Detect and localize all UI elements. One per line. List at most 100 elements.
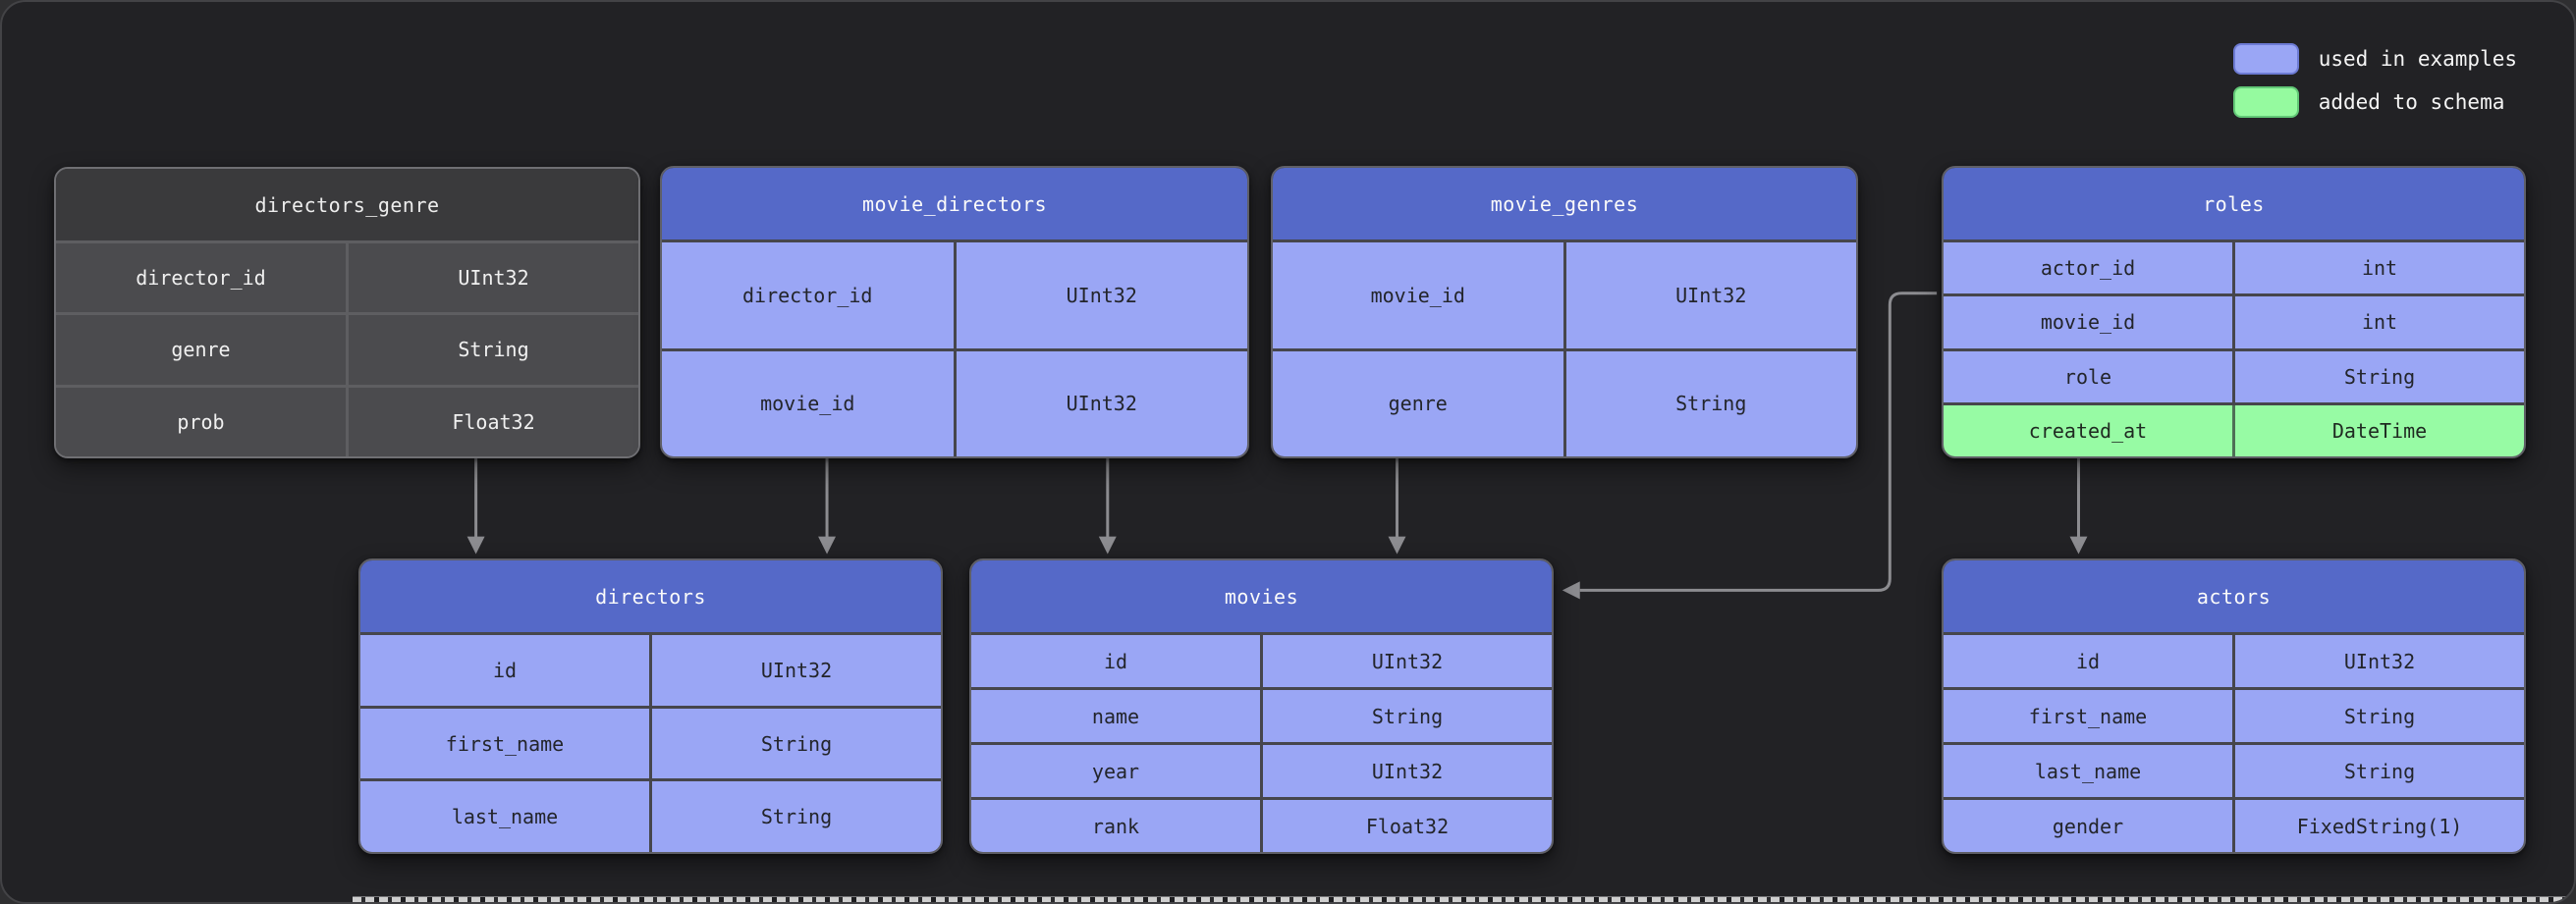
legend-label: used in examples	[2318, 47, 2517, 71]
column-name: first_name	[2028, 704, 2148, 728]
column-name: role	[2063, 364, 2112, 389]
column-name: gender	[2052, 814, 2124, 838]
column-name: prob	[177, 409, 225, 434]
legend-item-used-in-examples: used in examples	[2232, 43, 2517, 75]
column-type: String	[649, 781, 941, 852]
column-name: movie_id	[760, 392, 855, 416]
column-row-roles-role: role String	[1944, 350, 2524, 402]
column-type: String	[649, 708, 941, 779]
column-name: last_name	[451, 805, 559, 829]
column-name: actor_id	[2040, 256, 2136, 281]
column-row-directors-id: id UInt32	[360, 635, 941, 706]
column-type: int	[2232, 242, 2524, 294]
column-row-roles-created_at: created_at DateTime	[1944, 404, 2524, 456]
column-row-directors_genre-prob: prob Float32	[56, 387, 638, 456]
column-type: String	[2232, 350, 2524, 402]
column-type: Float32	[1260, 800, 1552, 852]
table-movie_genres: movie_genres movie_id UInt32 genre String	[1271, 166, 1858, 458]
column-name: created_at	[2028, 418, 2148, 443]
column-name: name	[1091, 704, 1140, 728]
legend: used in examples added to schema	[2232, 43, 2517, 118]
legend-swatch-blue	[2232, 43, 2299, 75]
column-type: UInt32	[346, 243, 638, 313]
column-row-movie_directors-movie_id: movie_id UInt32	[662, 350, 1248, 456]
column-type: String	[2232, 745, 2524, 797]
column-name: id	[492, 658, 518, 682]
table-directors_genre: directors_genre director_id UInt32 genre Str…	[54, 167, 640, 458]
column-type: UInt32	[1260, 745, 1552, 797]
column-row-movie_genres-movie_id: movie_id UInt32	[1273, 242, 1856, 348]
arrowhead-icon	[466, 536, 485, 555]
column-row-movies-year: year UInt32	[971, 745, 1552, 797]
column-row-directors-last_name: last_name String	[360, 781, 941, 852]
column-row-actors-last_name: last_name String	[1944, 745, 2524, 797]
legend-label: added to schema	[2318, 90, 2505, 114]
column-type: String	[1260, 690, 1552, 742]
column-type: UInt32	[2232, 635, 2524, 687]
column-type: String	[2232, 690, 2524, 742]
column-name: director_id	[136, 266, 266, 291]
column-row-movies-rank: rank Float32	[971, 800, 1552, 852]
arrowhead-icon	[1388, 536, 1406, 555]
column-row-actors-gender: gender FixedString(1)	[1944, 800, 2524, 852]
column-type: int	[2232, 296, 2524, 348]
column-name: movie_id	[2040, 310, 2136, 335]
column-name: genre	[171, 338, 231, 362]
column-name: year	[1091, 759, 1140, 783]
column-type: UInt32	[953, 350, 1248, 456]
clipped-bottom-content	[353, 896, 2570, 902]
legend-swatch-green	[2232, 86, 2299, 118]
column-type: String	[1562, 350, 1857, 456]
column-row-roles-actor_id: actor_id int	[1944, 242, 2524, 294]
column-row-movies-name: name String	[971, 690, 1552, 742]
column-name: id	[2075, 649, 2101, 673]
arrowhead-icon	[818, 536, 837, 555]
column-name: director_id	[742, 283, 873, 307]
column-type: String	[346, 315, 638, 385]
column-type: UInt32	[1562, 242, 1857, 348]
arrowhead-icon	[1098, 536, 1117, 555]
column-type: DateTime	[2232, 404, 2524, 456]
column-name: movie_id	[1370, 283, 1465, 307]
column-type: UInt32	[1260, 635, 1552, 687]
table-title-actors: actors	[1944, 560, 2524, 632]
column-row-actors-first_name: first_name String	[1944, 690, 2524, 742]
table-title-movies: movies	[971, 560, 1552, 632]
column-name: last_name	[2034, 759, 2142, 783]
table-title-roles: roles	[1944, 168, 2524, 239]
column-name: rank	[1091, 814, 1140, 838]
column-type: FixedString(1)	[2232, 800, 2524, 852]
table-title-movie_directors: movie_directors	[662, 168, 1247, 239]
column-name: id	[1103, 649, 1128, 673]
table-title-directors_genre: directors_genre	[56, 169, 638, 240]
column-name: genre	[1388, 392, 1448, 416]
table-title-movie_genres: movie_genres	[1273, 168, 1856, 239]
table-title-directors: directors	[360, 560, 941, 632]
column-row-roles-movie_id: movie_id int	[1944, 296, 2524, 348]
column-row-movie_genres-genre: genre String	[1273, 350, 1857, 456]
column-type: Float32	[346, 387, 638, 456]
column-row-directors_genre-director_id: director_id UInt32	[56, 243, 638, 313]
column-row-movie_directors-director_id: director_id UInt32	[662, 242, 1247, 348]
table-body: director_id UInt32 genre String prob Float32	[56, 240, 638, 456]
arrowhead-icon	[1562, 581, 1580, 600]
table-body: movie_id UInt32 genre String	[1273, 239, 1856, 456]
column-row-movies-id: id UInt32	[971, 635, 1552, 687]
column-type: UInt32	[649, 635, 941, 706]
arrowhead-icon	[2069, 536, 2088, 555]
column-type: UInt32	[953, 242, 1248, 348]
legend-item-added-to-schema: added to schema	[2232, 86, 2517, 118]
column-row-actors-id: id UInt32	[1944, 635, 2524, 687]
